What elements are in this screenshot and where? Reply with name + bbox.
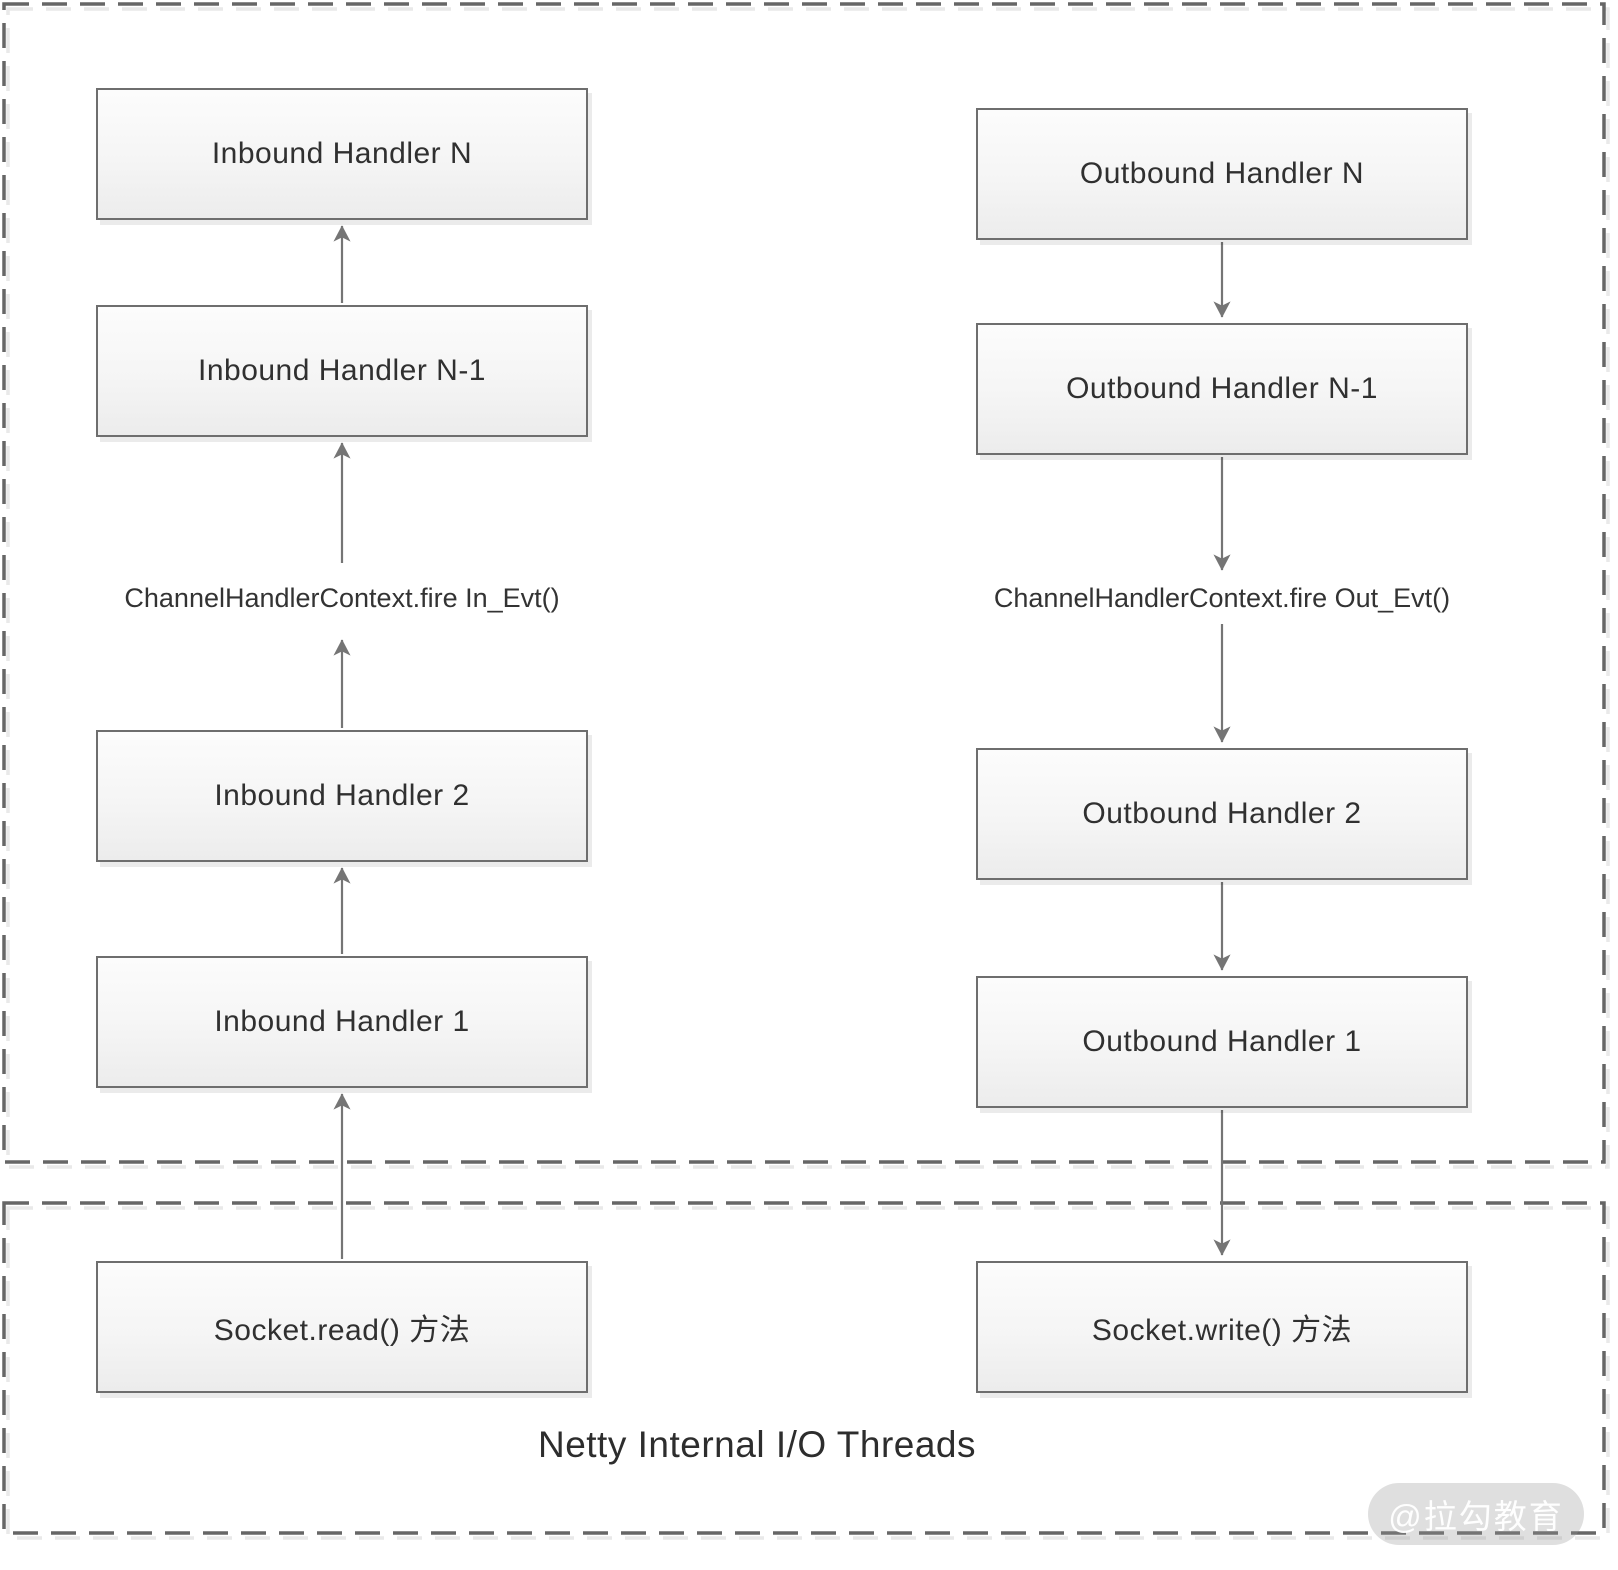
node-label: Socket.write() 方法 [1091,1314,1353,1347]
node-label: Outbound Handler N [1079,157,1365,190]
watermark-text: @拉勾教育 [1388,1498,1564,1535]
node-outbound-handler-1: Outbound Handler 1 [976,976,1468,1108]
inbound-fire-event-label: ChannelHandlerContext.fire In_Evt() [124,582,560,613]
pipeline-boundary-echo [6,7,1610,1169]
node-socket-read: Socket.read() 方法 [96,1261,588,1393]
io-threads-boundary [2,1201,1606,1535]
node-label: Outbound Handler N-1 [1066,372,1378,405]
node-label: Inbound Handler 1 [214,1005,470,1038]
outbound-fire-event-label: ChannelHandlerContext.fire Out_Evt() [993,582,1451,613]
node-label: Inbound Handler N-1 [197,354,486,387]
node-inbound-handler-n1: Inbound Handler N-1 [96,305,588,437]
node-outbound-handler-n: Outbound Handler N [976,108,1468,240]
node-label: Socket.read() 方法 [213,1314,471,1347]
node-inbound-handler-n: Inbound Handler N [96,88,588,220]
diagram-title: Netty Internal I/O Threads [537,1424,976,1465]
node-label: Inbound Handler 2 [214,779,470,812]
node-outbound-handler-2: Outbound Handler 2 [976,748,1468,880]
node-socket-write: Socket.write() 方法 [976,1261,1468,1393]
watermark-badge: @拉勾教育 [1368,1483,1584,1545]
node-inbound-handler-1: Inbound Handler 1 [96,956,588,1088]
io-threads-boundary-echo [6,1206,1610,1540]
node-outbound-handler-n1: Outbound Handler N-1 [976,323,1468,455]
node-label: Outbound Handler 1 [1082,1025,1362,1058]
node-label: Inbound Handler N [211,137,473,170]
node-inbound-handler-2: Inbound Handler 2 [96,730,588,862]
node-label: Outbound Handler 2 [1082,797,1362,830]
pipeline-boundary [2,2,1606,1164]
